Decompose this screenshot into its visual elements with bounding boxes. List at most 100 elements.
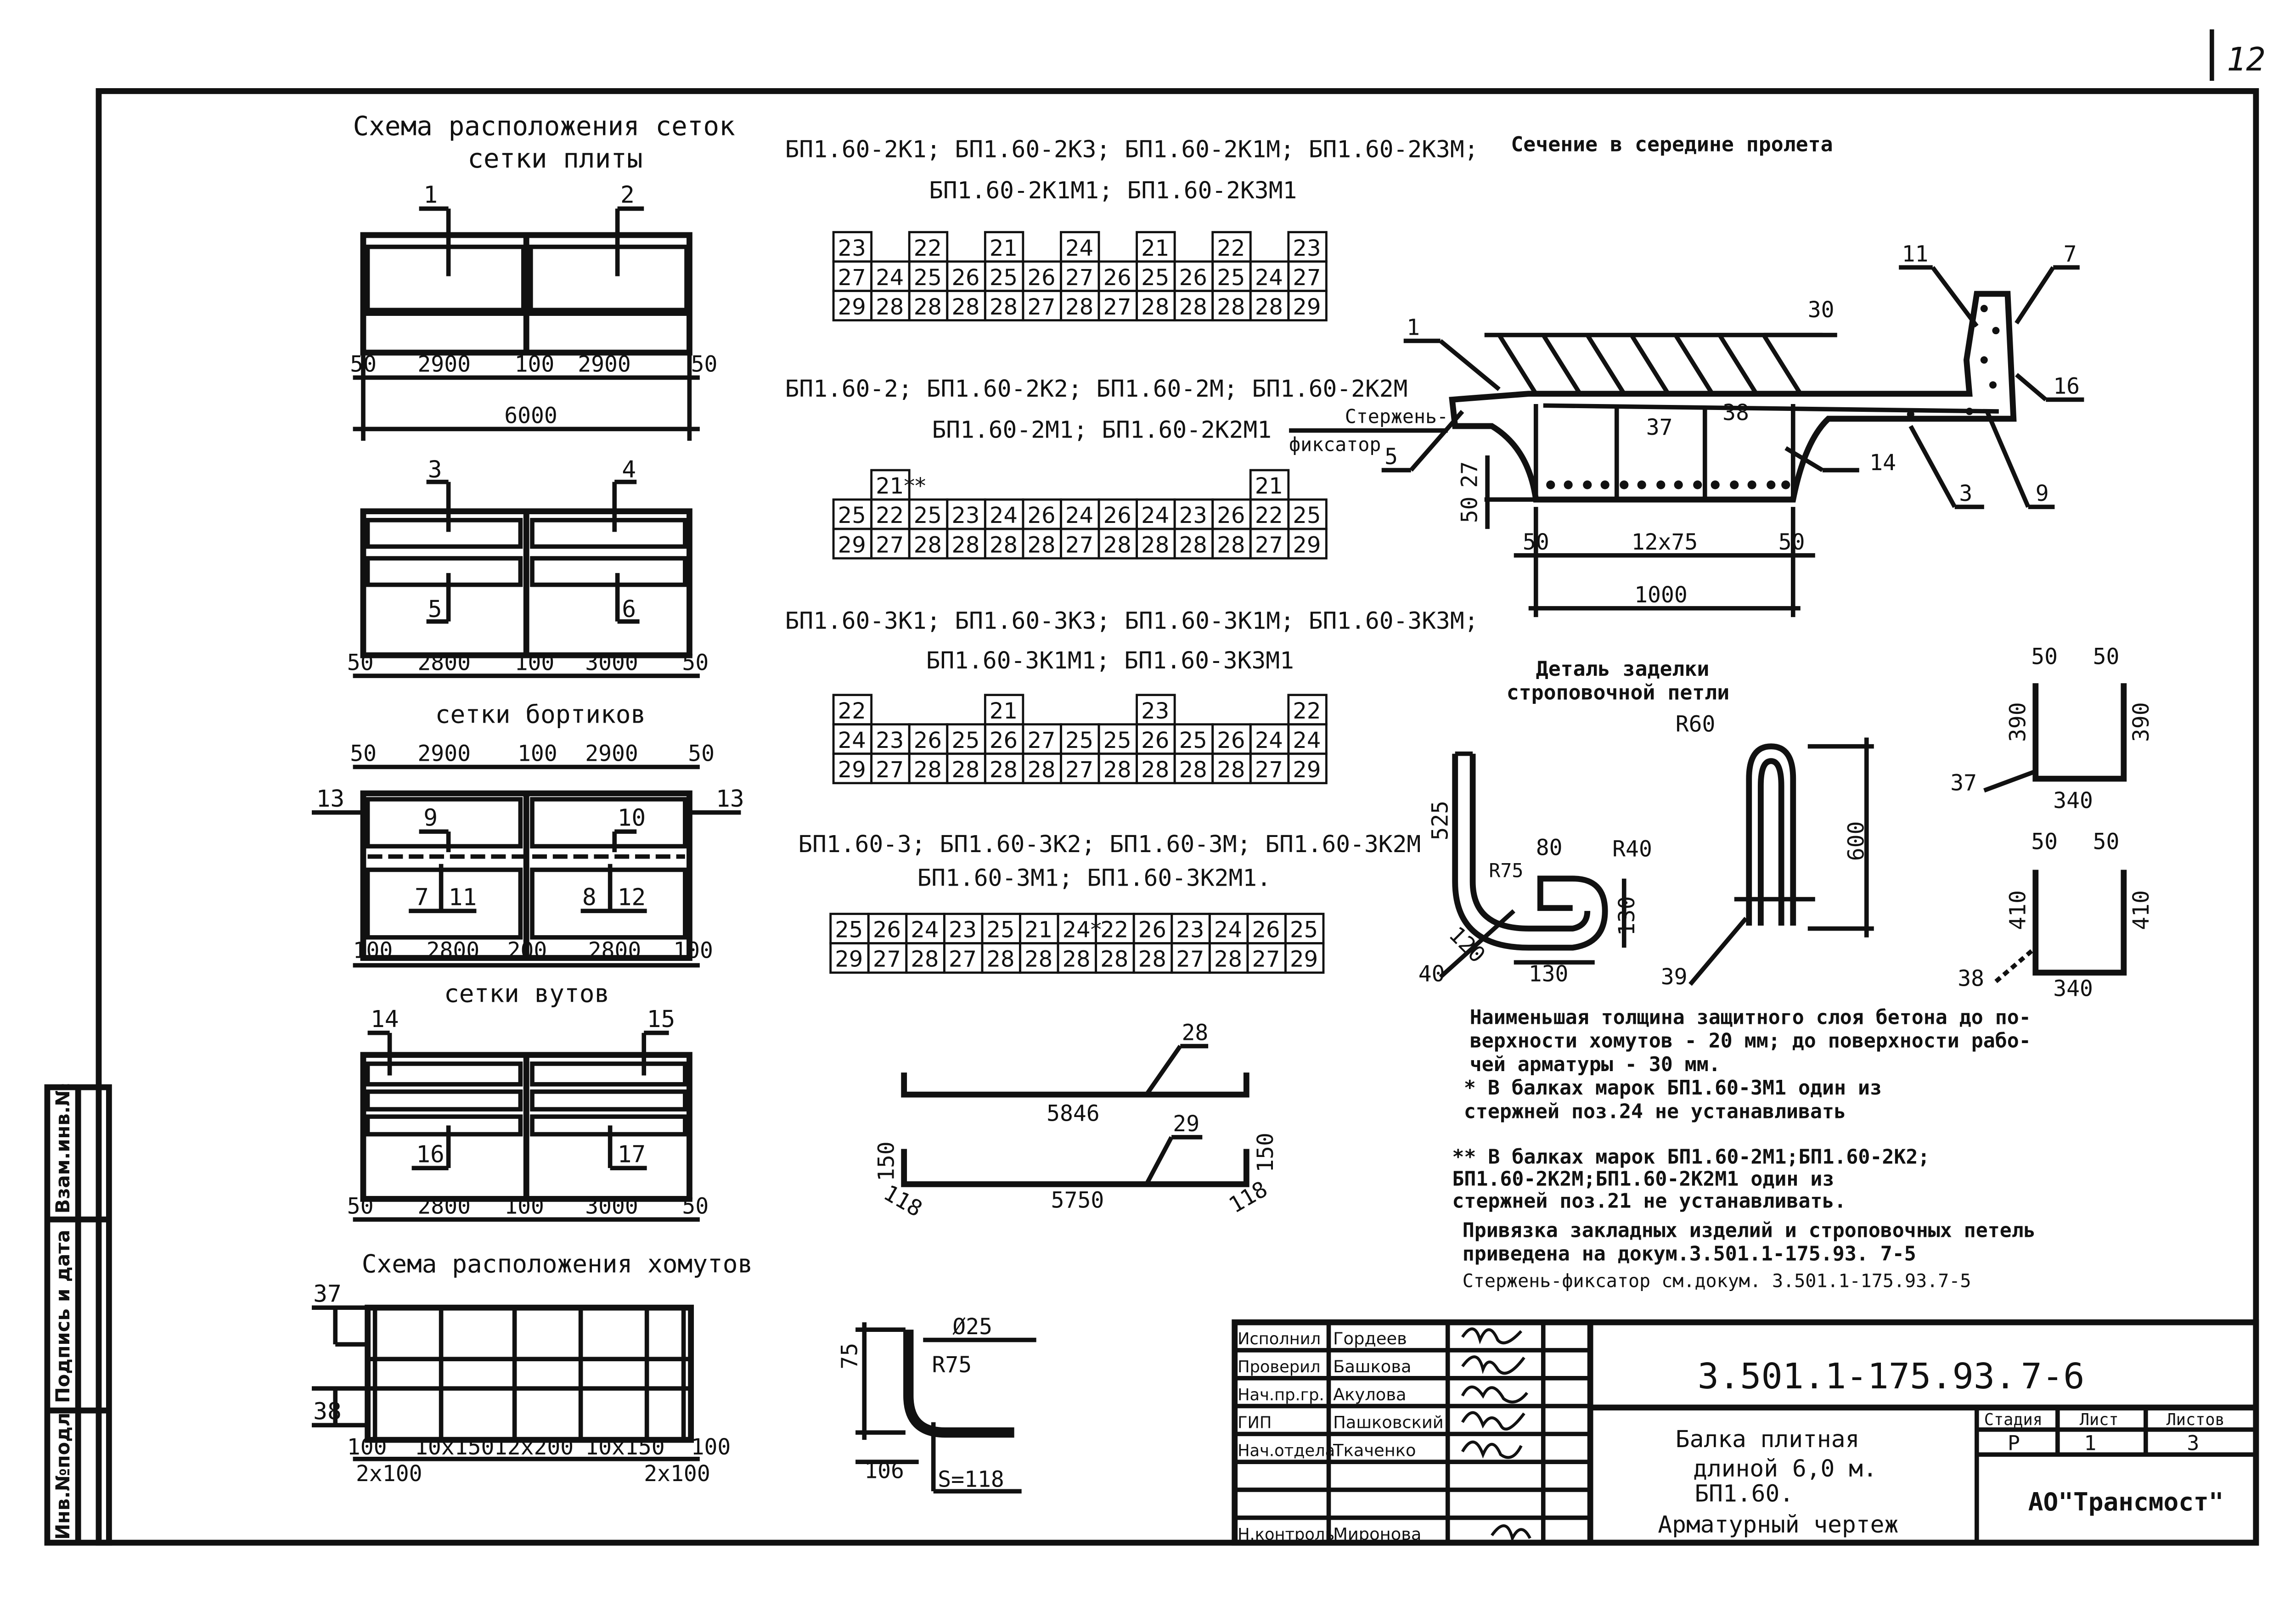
lists-value: 3	[2187, 1431, 2199, 1455]
hook-height: 75	[837, 1343, 862, 1370]
stirrups-dim-5: 100	[691, 1434, 731, 1460]
loop-dim-120: 120	[1444, 921, 1490, 968]
sides-label-7: 7	[415, 883, 429, 911]
table-cell-value: 27	[949, 947, 977, 972]
table-cell-value: 27	[1065, 532, 1093, 558]
section-label-9: 9	[2036, 481, 2049, 506]
tb-name: Ткаченко	[1333, 1440, 1416, 1460]
bar28-length: 5846	[1047, 1101, 1100, 1127]
sides-label-13b: 13	[716, 785, 744, 813]
group3-title-1: БП1.60-3К1; БП1.60-3К3; БП1.60-3К1М; БП1…	[785, 607, 1478, 635]
table-cell-value: 28	[1141, 294, 1169, 320]
table-cell-value: 26	[1252, 917, 1280, 943]
stirrups-dim-s1: 2x100	[356, 1461, 422, 1487]
section-dim-width: 1000	[1634, 582, 1688, 608]
table-cell-value: 28	[1065, 294, 1093, 320]
hook-diameter: Ø25	[952, 1314, 992, 1340]
stirrups-dim-1: 100	[347, 1434, 387, 1460]
table-cell-value: 28	[1141, 532, 1169, 558]
plate-dim-4: 2900	[578, 352, 631, 377]
haunch-title: сетки вутов	[444, 979, 609, 1008]
sides-label-11: 11	[449, 883, 477, 911]
stir37-h2: 390	[2128, 702, 2154, 742]
doc-name-3: БП1.60.	[1694, 1480, 1794, 1508]
section-label-14: 14	[1869, 450, 1896, 476]
loop-dim-80: 80	[1536, 835, 1563, 861]
table-cell-value: 29	[838, 532, 866, 558]
table-cell-value: 24	[876, 265, 904, 291]
table-cell-value: 27	[1027, 728, 1055, 753]
note-8: стержней поз.21 не устанавливать.	[1452, 1190, 1846, 1213]
table-cell-value: 26	[1138, 917, 1166, 943]
plate-dim-3: 100	[515, 352, 555, 377]
plate-title-2: сетки плиты	[467, 143, 642, 174]
haunch-label-15: 15	[647, 1005, 675, 1033]
note-9: Привязка закладных изделий и строповочны…	[1463, 1219, 2036, 1242]
group2-title-1: БП1.60-2; БП1.60-2К2; БП1.60-2М; БП1.60-…	[785, 375, 1407, 403]
table-cell-value: 27	[1252, 947, 1280, 972]
table-cell-value: 23	[1293, 236, 1321, 261]
loop-detail: Деталь заделки строповочной петли 525 80…	[1418, 657, 1874, 990]
table-cell-value: 27	[1255, 532, 1283, 558]
stir38-w: 340	[2053, 976, 2093, 1002]
table-cell-value: 25	[1103, 728, 1131, 753]
stir38-a: 50	[2031, 829, 2058, 855]
stage-value: Р	[2008, 1431, 2020, 1455]
table-cell-value: 28	[876, 294, 904, 320]
table-cell-value: 22	[1217, 236, 1245, 261]
sides-dim-b2: 2800	[427, 938, 480, 964]
table-cell-value: 28	[987, 947, 1015, 972]
doc-name-2: длиной 6,0 м.	[1693, 1455, 1877, 1482]
stirrups-dim-2: 10x150	[415, 1434, 494, 1460]
plate-dim-e1: 50	[347, 650, 374, 675]
stir38-b: 50	[2093, 829, 2120, 855]
list-value: 1	[2084, 1431, 2096, 1455]
stir38-h1: 410	[2005, 890, 2031, 930]
section-fixer-1: Стержень-	[1345, 405, 1448, 428]
table-cell-value: 23	[1179, 503, 1207, 528]
hook-detail: 75 Ø25 R75 106 S=118	[837, 1314, 1036, 1493]
table-cell-value: 25	[987, 917, 1015, 943]
lists-header: Листов	[2167, 1410, 2225, 1429]
org-name: АО"Трансмост"	[2028, 1488, 2224, 1516]
table-cell-value: 28	[1024, 947, 1052, 972]
table-cell-value: 28	[1100, 947, 1128, 972]
stirrup-scheme: Схема расположения хомутов 37 38 100 10x…	[311, 1249, 753, 1487]
hook-radius: R75	[932, 1352, 972, 1378]
loop-dim-r40: R40	[1612, 836, 1652, 862]
sides-dim-t4: 2900	[585, 741, 638, 767]
drawing-frame	[96, 88, 2259, 1546]
section-label-38: 38	[1722, 400, 1749, 426]
table-cell-value: 28	[914, 294, 942, 320]
stirrups-title: Схема расположения хомутов	[362, 1249, 753, 1278]
table-cell-value: 27	[1027, 294, 1055, 320]
stage-header: Стадия	[1984, 1410, 2043, 1429]
plate-title-1: Схема расположения сеток	[353, 111, 735, 141]
haunch-label-14: 14	[371, 1005, 399, 1033]
tb-name: Миронова	[1333, 1524, 1421, 1544]
sides-dim-b1: 100	[353, 938, 393, 964]
table-cell-value: 21	[1024, 917, 1052, 943]
table-cell-value: 24	[1255, 728, 1283, 753]
table-cell	[1287, 290, 1328, 322]
plate-dim-e5: 50	[682, 650, 709, 675]
group3-title-2: БП1.60-3К1М1; БП1.60-3К3М1	[926, 647, 1294, 674]
stirrups-label-38: 38	[313, 1398, 342, 1425]
note-1: Наименьшая толщина защитного слоя бетона…	[1470, 1006, 2031, 1029]
bar29-hook-right: 150	[1253, 1133, 1278, 1173]
table-cell-value: 28	[1217, 294, 1245, 320]
table-cell-value: 27	[1103, 294, 1131, 320]
sides-dim-t1: 50	[350, 741, 377, 767]
table-cell-value: 21	[990, 698, 1018, 724]
table-cell-value: 28	[1217, 757, 1245, 783]
section-dim-v2: 27	[1457, 461, 1483, 488]
stirrup-37: 50 50 390 390 340 37	[1950, 644, 2154, 814]
table-cell-value: 27	[838, 265, 866, 291]
plate-dim-e4: 3000	[585, 650, 638, 675]
table-cell-value: 21**	[876, 473, 926, 499]
notes: Наименьшая толщина защитного слоя бетона…	[1452, 1006, 2035, 1292]
table-cell-value: 26	[914, 728, 942, 753]
